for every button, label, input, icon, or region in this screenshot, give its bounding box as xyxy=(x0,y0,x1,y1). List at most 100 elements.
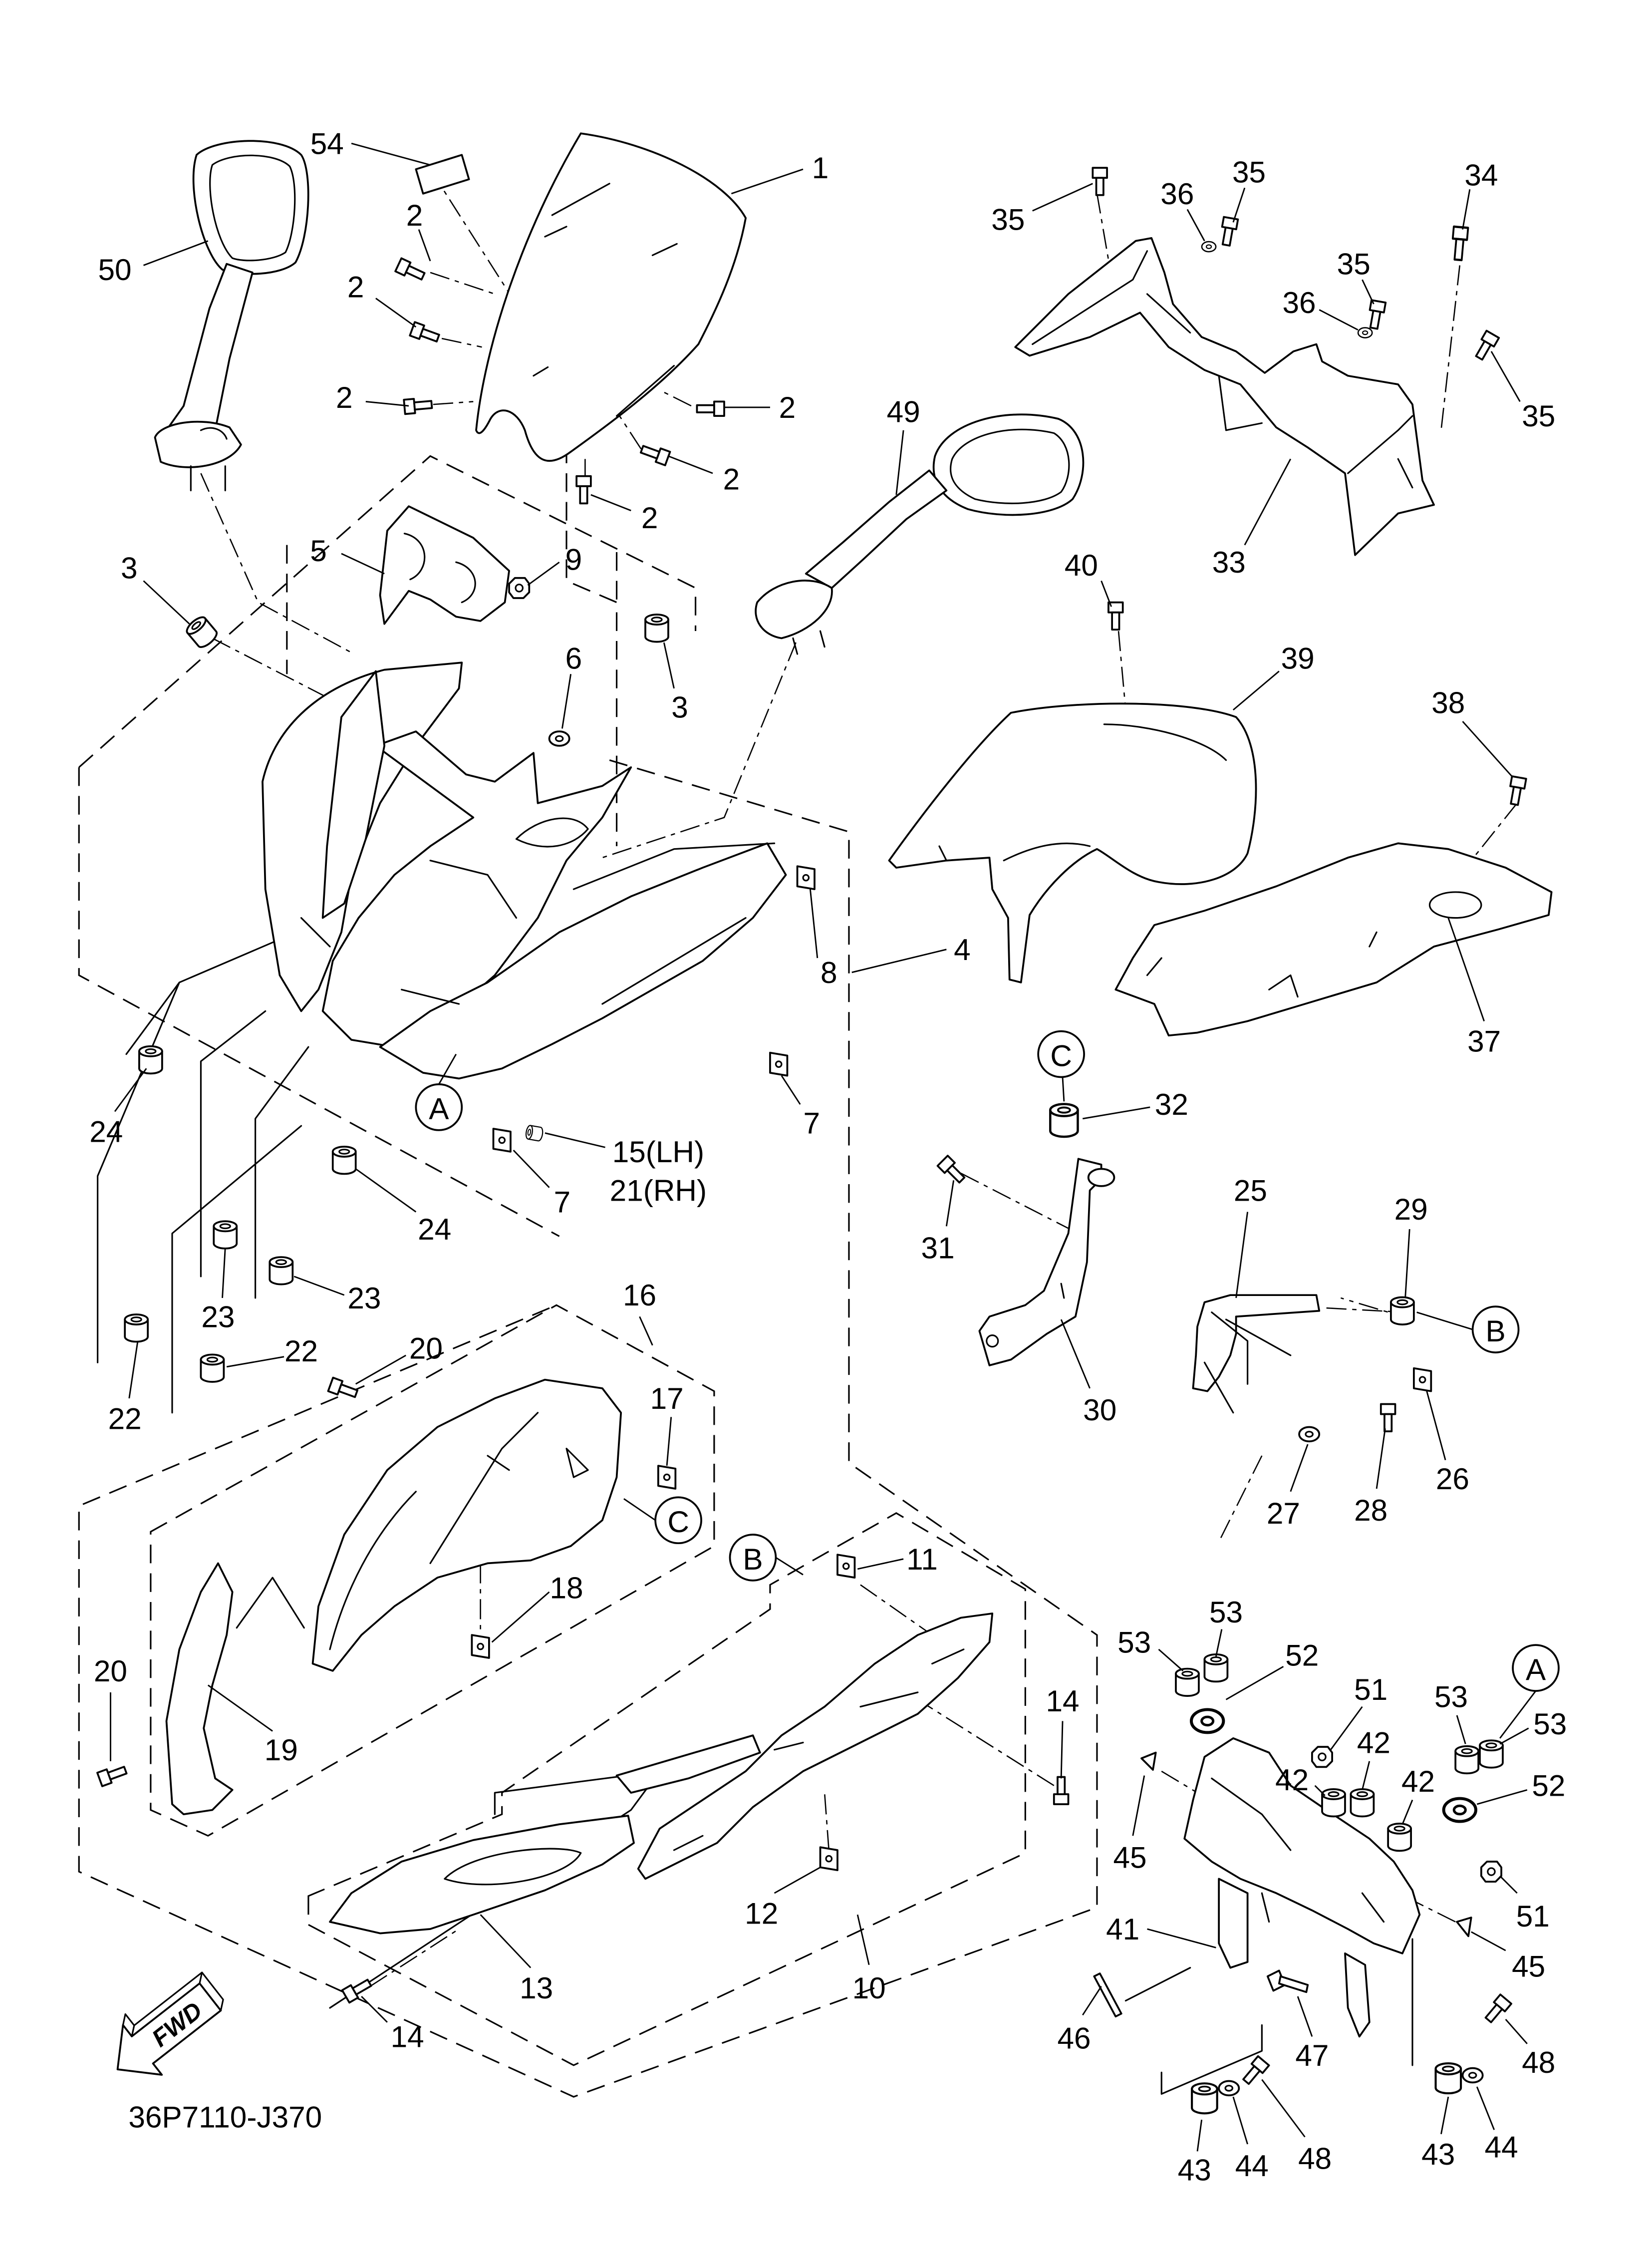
callout-49: 49 xyxy=(887,395,920,429)
collar xyxy=(1192,2083,1217,2113)
callout-35: 35 xyxy=(1522,399,1555,433)
callout-44: 44 xyxy=(1235,2149,1269,2183)
rod xyxy=(1093,1972,1122,2018)
callout-2: 2 xyxy=(723,462,740,496)
grommet xyxy=(124,1313,149,1343)
clip-nut xyxy=(836,1554,856,1579)
side-cover xyxy=(329,1815,635,1934)
diagram-code: 36P7110-J370 xyxy=(128,2100,322,2134)
callout-44: 44 xyxy=(1485,2130,1518,2164)
clip-45 xyxy=(1456,1917,1472,1937)
callout-36: 36 xyxy=(1282,286,1316,320)
callout-10: 10 xyxy=(852,1971,886,2005)
clip-nut xyxy=(796,865,816,891)
callout-19: 19 xyxy=(265,1733,298,1767)
inner-panel xyxy=(379,505,510,625)
grommet xyxy=(200,1353,225,1383)
nut xyxy=(1298,1426,1321,1443)
callout-48: 48 xyxy=(1298,2142,1332,2176)
callout-53: 53 xyxy=(1117,1625,1151,1659)
screw xyxy=(696,400,725,417)
callout-46: 46 xyxy=(1057,2021,1091,2055)
washer xyxy=(1444,1799,1476,1822)
callout-20: 20 xyxy=(94,1654,127,1688)
under-cowling xyxy=(615,1612,994,1880)
callout-38: 38 xyxy=(1431,686,1465,720)
leader-lines xyxy=(110,142,1537,2152)
callout-45: 45 xyxy=(1113,1840,1146,1874)
callout-20: 20 xyxy=(409,1331,443,1365)
collar xyxy=(1436,2063,1461,2093)
screw xyxy=(638,441,671,466)
inner-panel-left xyxy=(311,1378,622,1672)
washer xyxy=(548,730,570,747)
callout-18: 18 xyxy=(550,1571,583,1605)
callout-33: 33 xyxy=(1212,545,1246,579)
windscreen xyxy=(475,132,747,462)
bolt xyxy=(1366,299,1387,330)
callout-1: 1 xyxy=(812,151,829,185)
callout-32: 32 xyxy=(1155,1087,1188,1121)
callout-4: 4 xyxy=(954,933,971,967)
grommet xyxy=(269,1256,294,1286)
callout-28: 28 xyxy=(1354,1493,1387,1527)
bolt xyxy=(1218,216,1239,248)
callout-2: 2 xyxy=(779,390,796,424)
reference-mark-b: B xyxy=(1486,1314,1506,1348)
screw xyxy=(327,1376,360,1402)
callout-43: 43 xyxy=(1178,2153,1211,2187)
callout-30: 30 xyxy=(1083,1393,1116,1427)
callout-53: 53 xyxy=(1209,1595,1243,1629)
callout-42: 42 xyxy=(1357,1726,1390,1760)
clip-nut xyxy=(819,1846,838,1872)
callout-2: 2 xyxy=(347,270,364,304)
washer xyxy=(1218,2080,1240,2097)
stay xyxy=(978,1158,1115,1366)
callout-52: 52 xyxy=(1285,1638,1319,1672)
callout-3: 3 xyxy=(121,551,138,585)
grommet xyxy=(1175,1667,1200,1697)
grommet xyxy=(1203,1653,1229,1683)
nut xyxy=(1311,1746,1333,1768)
clip-nut xyxy=(657,1465,677,1490)
meter-bracket xyxy=(1014,237,1435,556)
callout-53: 53 xyxy=(1533,1707,1567,1741)
callout-27: 27 xyxy=(1267,1496,1300,1530)
washer xyxy=(1191,1709,1223,1732)
grommet xyxy=(138,1045,163,1075)
screw xyxy=(394,257,427,284)
long-bolt xyxy=(1266,1969,1309,1993)
bracket-lines xyxy=(1160,1938,1413,2095)
callout-13: 13 xyxy=(520,1971,553,2005)
grommet xyxy=(1390,1296,1415,1325)
assembly-brackets xyxy=(97,939,1191,2009)
callout-5: 5 xyxy=(310,534,327,568)
callout-6: 6 xyxy=(565,642,582,675)
callout-47: 47 xyxy=(1295,2038,1329,2072)
bolt xyxy=(1379,1403,1396,1432)
callout-24: 24 xyxy=(418,1212,451,1246)
reference-mark-c: C xyxy=(667,1505,689,1539)
callout-35: 35 xyxy=(1232,155,1266,189)
clip-nut xyxy=(769,1051,789,1077)
grommet xyxy=(1350,1788,1375,1818)
callout-23: 23 xyxy=(347,1281,381,1315)
callout-3: 3 xyxy=(671,690,688,724)
callout-25: 25 xyxy=(1234,1173,1267,1207)
grommet xyxy=(1479,1739,1504,1769)
screw xyxy=(96,1762,129,1787)
left-mirror xyxy=(154,140,309,492)
callout-14: 14 xyxy=(391,2019,424,2053)
callout-50: 50 xyxy=(98,253,132,287)
callout-11: 11 xyxy=(906,1542,938,1576)
front-stay xyxy=(1183,1737,1421,2038)
callout-14: 14 xyxy=(1046,1684,1079,1718)
callout-17: 17 xyxy=(650,1381,684,1415)
reference-mark-b: B xyxy=(743,1542,763,1576)
nut xyxy=(1480,1861,1502,1883)
callout-7: 7 xyxy=(803,1106,820,1140)
callout-12: 12 xyxy=(745,1896,778,1930)
bolt xyxy=(1506,775,1527,807)
